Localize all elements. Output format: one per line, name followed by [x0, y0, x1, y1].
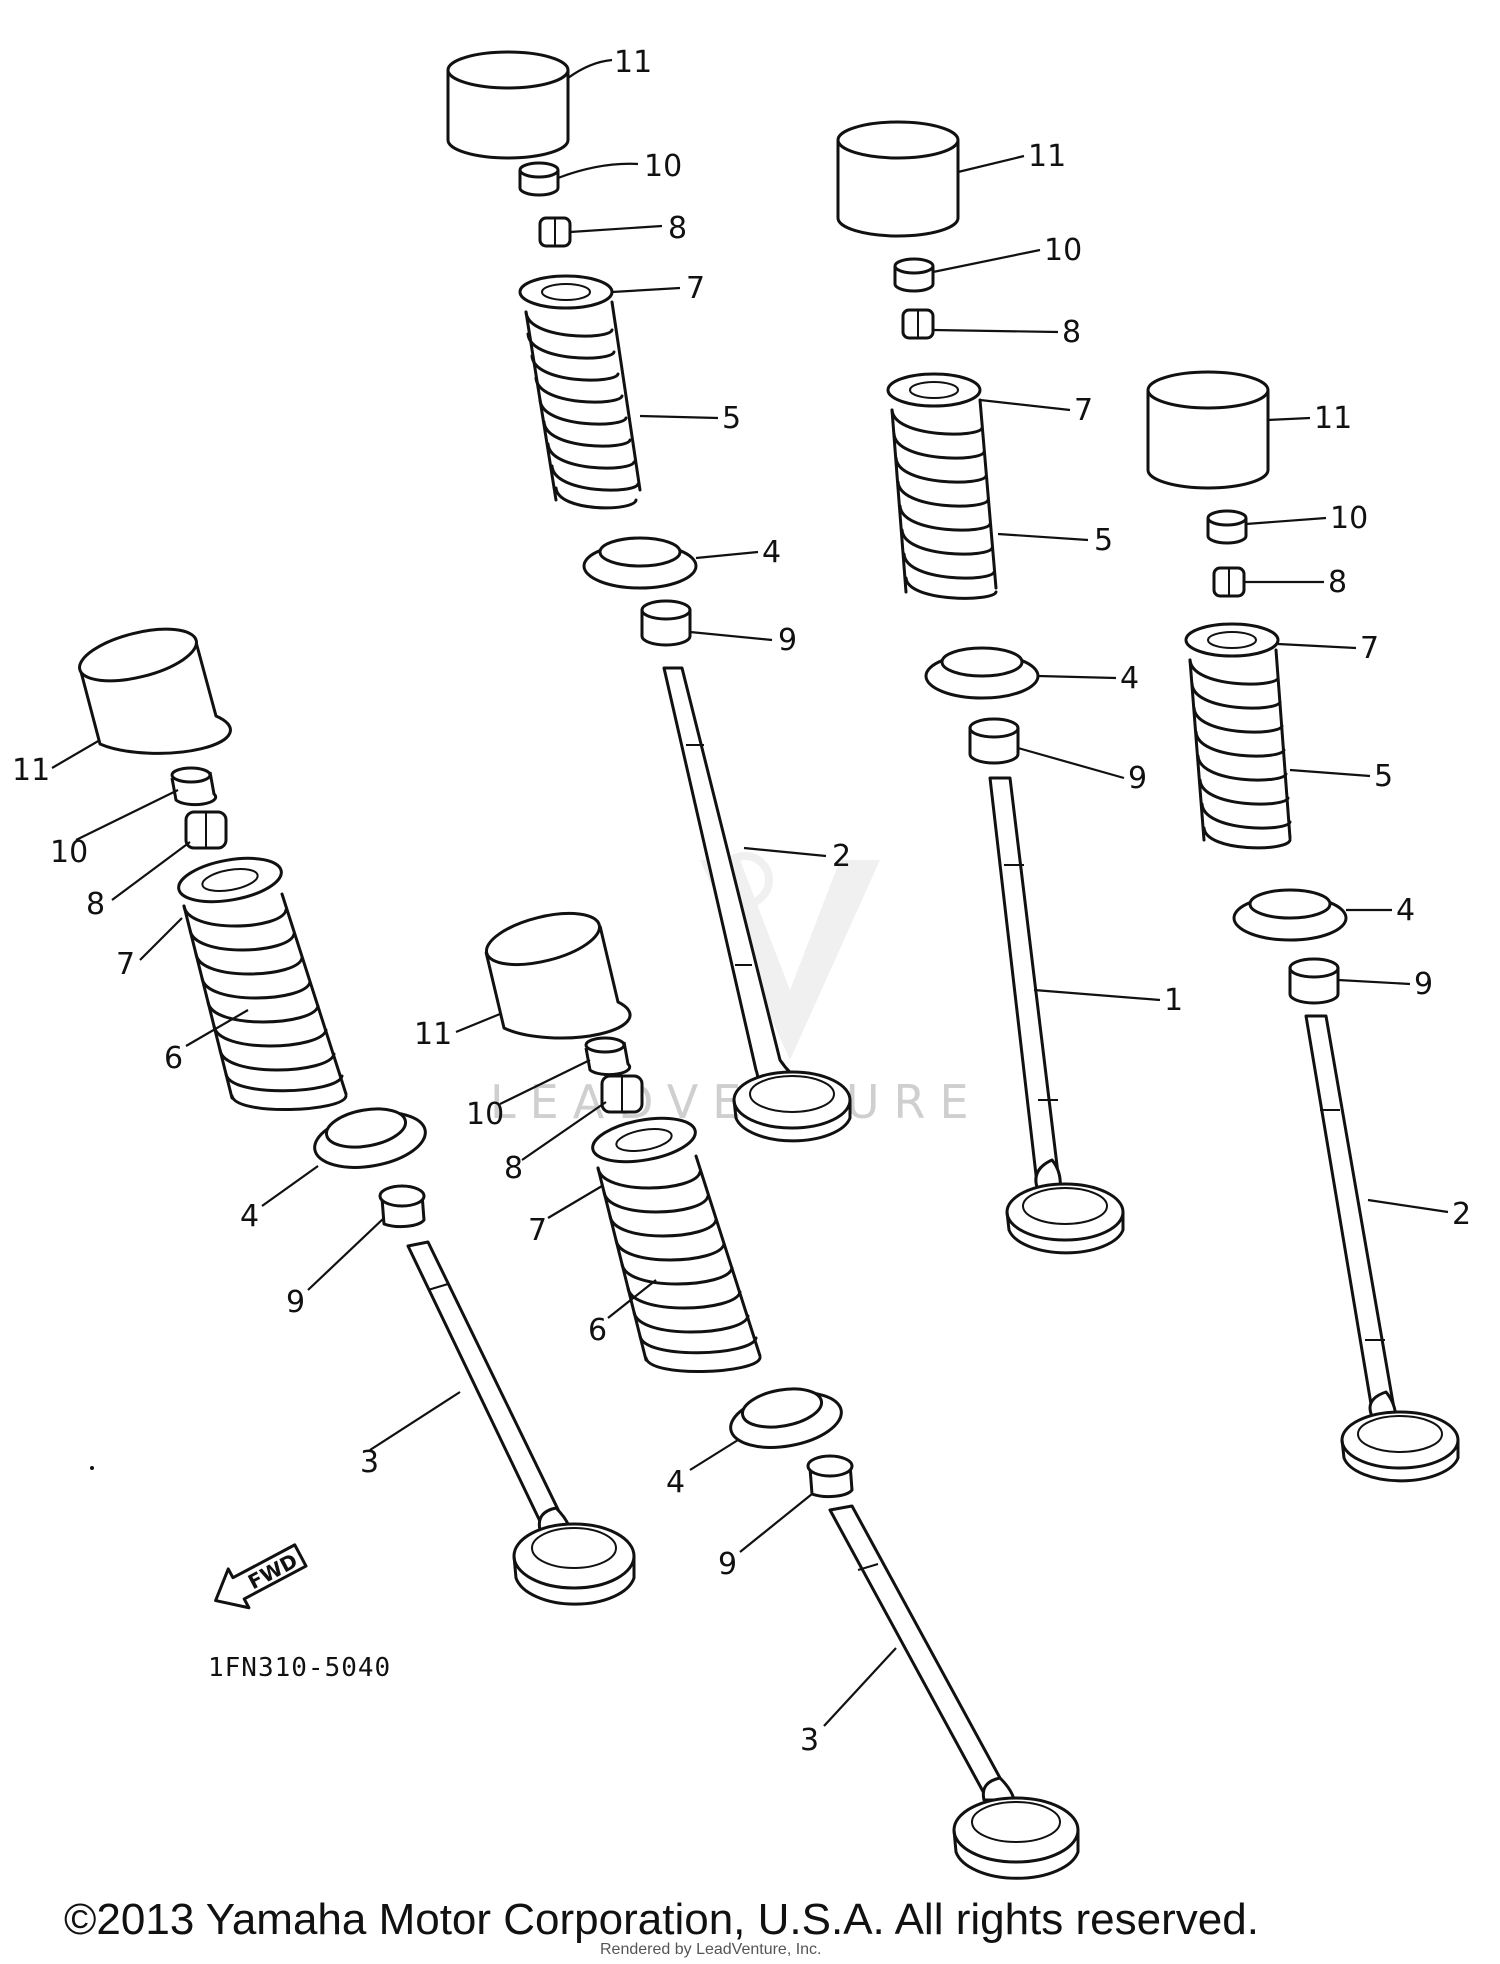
spring-retainer	[886, 372, 982, 408]
valve-cotter	[600, 1074, 644, 1114]
valve-assembly-c	[1146, 370, 1460, 1483]
valve-stem	[828, 1504, 1014, 1810]
leader-lines	[51, 58, 1449, 1727]
spring-seat	[729, 1387, 843, 1449]
callout-6: 6	[588, 1313, 607, 1348]
callout-9: 9	[286, 1285, 305, 1320]
valve-cotter	[1212, 566, 1246, 598]
callout-4: 4	[1120, 661, 1139, 696]
callout-4: 4	[762, 535, 781, 570]
callout-6: 6	[164, 1041, 183, 1076]
callouts: 11 10 8 7 5 4 9 2 11 10 8 7 5 4 9 1 11 1…	[12, 45, 1471, 1758]
valve-head	[512, 1506, 636, 1606]
valve-stem-seal	[640, 599, 692, 647]
fwd-arrow: FWD	[214, 1543, 308, 1610]
valve-head	[1340, 1390, 1460, 1483]
callout-8: 8	[86, 887, 105, 922]
spring-retainer	[177, 856, 283, 904]
spring-seat	[582, 536, 698, 590]
valve-cotter	[901, 308, 935, 340]
callout-5: 5	[1374, 759, 1393, 794]
valve-lifter	[836, 120, 960, 238]
callout-10: 10	[50, 835, 88, 870]
callout-10: 10	[466, 1097, 504, 1132]
callout-4: 4	[666, 1465, 685, 1500]
copyright-notice: ©2013 Yamaha Motor Corporation, U.S.A. A…	[64, 1895, 1259, 1944]
callout-7: 7	[116, 947, 135, 982]
spring-seat	[313, 1107, 427, 1169]
callout-11: 11	[1314, 401, 1352, 436]
valve-spring	[182, 892, 348, 1112]
valve-stem-seal	[1288, 957, 1340, 1005]
callout-4: 4	[1396, 893, 1415, 928]
spring-seat	[924, 646, 1040, 700]
callout-1: 1	[1164, 983, 1183, 1018]
callout-11: 11	[12, 753, 50, 788]
callout-9: 9	[718, 1547, 737, 1582]
valve-cotter	[184, 810, 228, 850]
callout-3: 3	[800, 1723, 819, 1758]
callout-9: 9	[1414, 967, 1433, 1002]
valve-assembly-d	[78, 627, 636, 1606]
valve-stem-seal	[378, 1184, 426, 1229]
spring-retainer	[518, 274, 614, 310]
callout-7: 7	[686, 271, 705, 306]
valve-cotter	[538, 216, 572, 248]
callout-8: 8	[504, 1151, 523, 1186]
valve-lifter	[1146, 370, 1270, 490]
watermark-text: LEADVENTURE	[490, 1075, 983, 1129]
valve-stem	[406, 1240, 570, 1540]
spring-retainer	[1184, 622, 1280, 658]
callout-11: 11	[414, 1017, 452, 1052]
valve-spring	[890, 398, 998, 600]
valve-assembly-b	[836, 120, 1125, 1255]
adjusting-pad	[584, 1036, 632, 1077]
valve-assembly-a	[446, 50, 852, 1143]
diagram-reference-code: 1FN310-5040	[208, 1653, 391, 1683]
callout-4: 4	[240, 1199, 259, 1234]
adjusting-pad	[518, 161, 560, 197]
valve-head	[952, 1776, 1080, 1880]
callout-3: 3	[360, 1445, 379, 1480]
adjusting-pad	[170, 766, 218, 807]
valve-lifter	[446, 50, 570, 160]
callout-7: 7	[1360, 631, 1379, 666]
valve-stem	[1304, 1014, 1398, 1424]
spring-retainer	[591, 1116, 697, 1164]
valve-stem	[988, 776, 1062, 1194]
valve-spring	[596, 1154, 762, 1373]
callout-10: 10	[1044, 233, 1082, 268]
callout-10: 10	[644, 149, 682, 184]
callout-2: 2	[1452, 1197, 1471, 1232]
callout-11: 11	[1028, 139, 1066, 174]
stray-dot	[90, 1466, 94, 1470]
valve-lifter	[484, 911, 632, 1040]
callout-5: 5	[722, 401, 741, 436]
valve-spring	[1188, 648, 1292, 850]
callout-10: 10	[1330, 501, 1368, 536]
valve-head	[732, 1070, 852, 1143]
valve-lifter	[78, 627, 232, 755]
valve-assembly-e	[484, 911, 1080, 1880]
valve-stem-seal	[806, 1454, 854, 1499]
callout-8: 8	[1062, 315, 1081, 350]
valve-stem-seal	[968, 717, 1020, 765]
callout-7: 7	[528, 1213, 547, 1248]
callout-2: 2	[832, 839, 851, 874]
callout-8: 8	[668, 211, 687, 246]
callout-5: 5	[1094, 523, 1113, 558]
callout-11: 11	[614, 45, 652, 80]
callout-9: 9	[778, 623, 797, 658]
valve-head	[1005, 1158, 1125, 1255]
valve-spring	[524, 300, 642, 510]
callout-9: 9	[1128, 761, 1147, 796]
rendered-by-credit: Rendered by LeadVenture, Inc.	[600, 1941, 822, 1958]
callout-8: 8	[1328, 565, 1347, 600]
adjusting-pad	[893, 257, 935, 293]
adjusting-pad	[1206, 509, 1248, 545]
callout-7: 7	[1074, 393, 1093, 428]
spring-seat	[1232, 888, 1348, 942]
